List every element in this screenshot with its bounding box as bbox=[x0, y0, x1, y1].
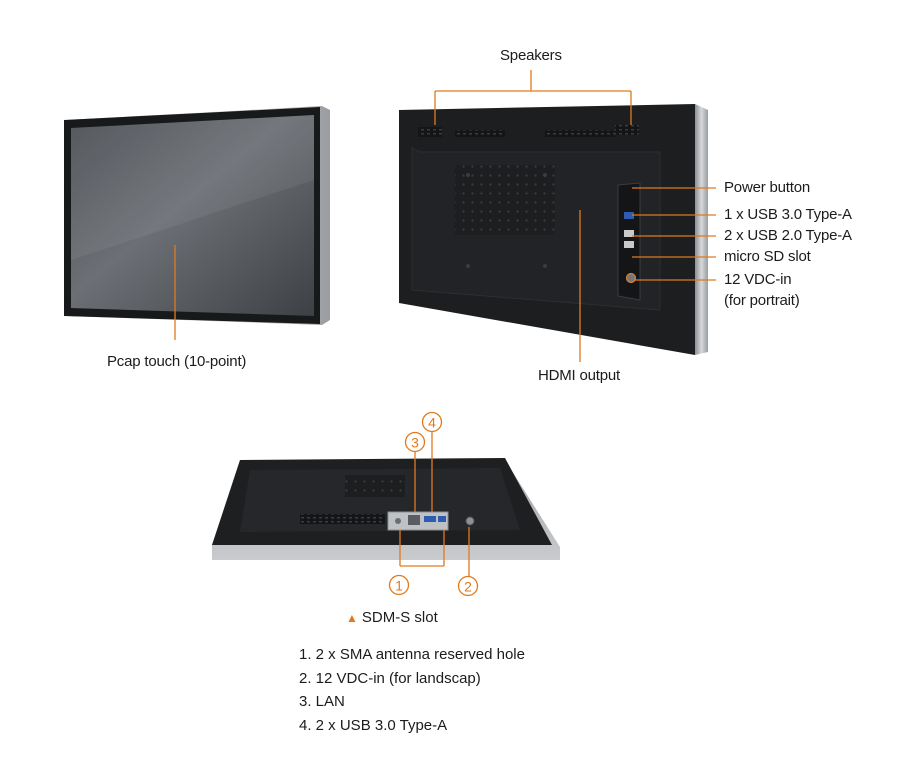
label-pcap-touch: Pcap touch (10-point) bbox=[107, 353, 247, 370]
sdm-caption: ▲SDM-S slot bbox=[346, 607, 438, 629]
label-for-portrait: (for portrait) bbox=[724, 292, 800, 309]
callout-number-3: 3 bbox=[411, 435, 419, 451]
label-hdmi-output: HDMI output bbox=[538, 367, 620, 384]
label-power-button: Power button bbox=[724, 179, 810, 196]
triangle-icon: ▲ bbox=[346, 611, 358, 625]
callout-number-2: 2 bbox=[464, 579, 472, 595]
bottom-view-device bbox=[212, 458, 560, 560]
legend-item: 3. LAN bbox=[299, 693, 345, 710]
legend-item: 2. 12 VDC-in (for landscap) bbox=[299, 669, 481, 687]
port-legend: 1. 2 x SMA antenna reserved hole 2. 12 V… bbox=[299, 643, 525, 737]
label-vdc-in: 12 VDC-in bbox=[724, 271, 792, 288]
label-usb20: 2 x USB 2.0 Type-A bbox=[724, 227, 852, 244]
callout-circle-4: 4 bbox=[421, 411, 443, 433]
label-speakers: Speakers bbox=[500, 47, 562, 64]
legend-item: 4. 2 x USB 3.0 Type-A bbox=[299, 716, 448, 734]
callout-number-4: 4 bbox=[428, 415, 436, 431]
sdm-caption-text: SDM-S slot bbox=[361, 609, 438, 626]
callout-circle-3: 3 bbox=[404, 431, 426, 453]
front-view-device bbox=[64, 106, 330, 325]
callout-circle-1: 1 bbox=[388, 574, 410, 596]
rear-view-device bbox=[399, 104, 708, 355]
callout-number-1: 1 bbox=[395, 578, 403, 594]
label-micro-sd: micro SD slot bbox=[724, 248, 811, 265]
callout-circle-2: 2 bbox=[457, 575, 479, 597]
label-usb30: 1 x USB 3.0 Type-A bbox=[724, 206, 852, 223]
callout-lines bbox=[174, 70, 716, 577]
legend-item: 1. 2 x SMA antenna reserved hole bbox=[299, 646, 525, 663]
